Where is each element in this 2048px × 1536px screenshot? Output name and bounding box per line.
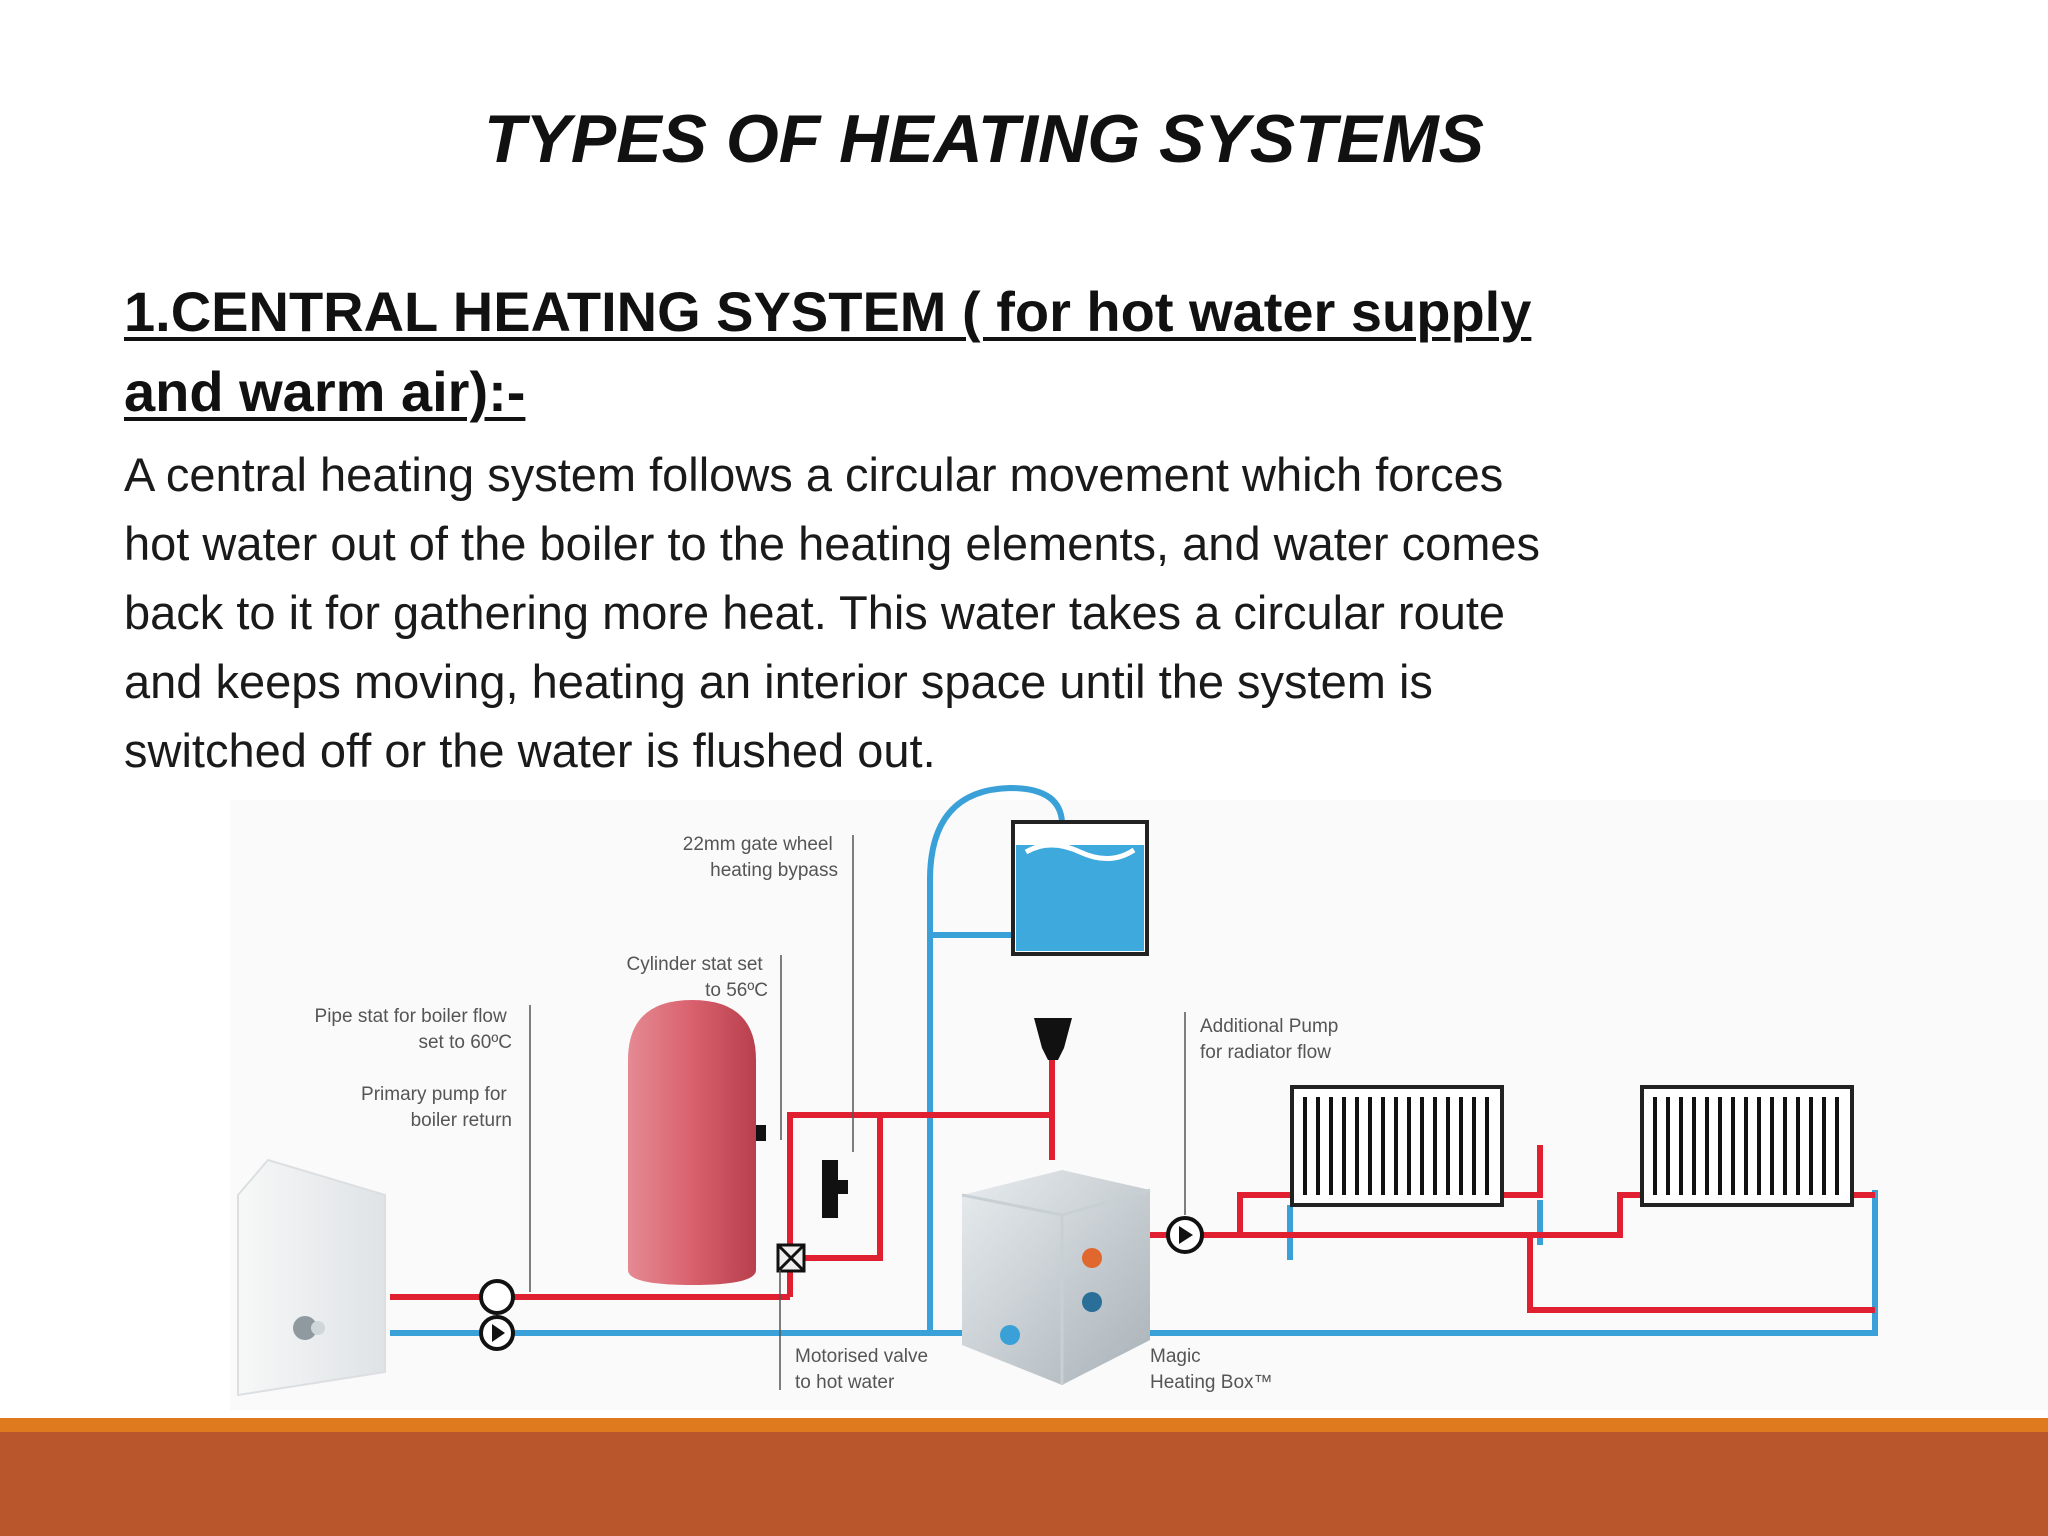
section-heading: 1.CENTRAL HEATING SYSTEM ( for hot water… bbox=[124, 272, 1684, 432]
heating-system-diagram: 22mm gate wheel heating bypass Cylinder … bbox=[230, 784, 2048, 1410]
motorised-valve bbox=[776, 1243, 806, 1273]
vent-funnel bbox=[1034, 1018, 1072, 1060]
magic-heating-box bbox=[961, 1170, 1151, 1385]
label-primary-pump: Primary pump for boiler return bbox=[361, 1084, 512, 1131]
additional-pump-icon bbox=[1166, 1216, 1204, 1254]
slide-title: TYPES OF HEATING SYSTEMS bbox=[484, 101, 1484, 177]
footer-accent-stripe bbox=[0, 1418, 2048, 1432]
leader-lines bbox=[529, 835, 1186, 1390]
body-line: switched off or the water is flushed out… bbox=[124, 724, 936, 777]
label-magic-box: Magic Heating Box™ bbox=[1150, 1346, 1273, 1393]
footer-bar bbox=[0, 1432, 2048, 1536]
radiator-1 bbox=[1290, 1085, 1504, 1207]
label-cylinder-stat: Cylinder stat set to 56ºC bbox=[626, 954, 768, 1001]
primary-pump-icon bbox=[479, 1315, 515, 1351]
hot-water-cylinder bbox=[628, 1000, 766, 1285]
radiator-2 bbox=[1640, 1085, 1854, 1207]
body-line: hot water out of the boiler to the heati… bbox=[124, 517, 1541, 570]
label-bypass: 22mm gate wheel heating bypass bbox=[683, 834, 838, 881]
flow-pipes bbox=[390, 1060, 1875, 1313]
gate-valve-wheel bbox=[838, 1180, 848, 1194]
section-heading-line2: and warm air):- bbox=[124, 360, 526, 423]
label-motorised-valve: Motorised valve to hot water bbox=[795, 1346, 933, 1393]
boiler bbox=[237, 1158, 386, 1397]
section-heading-line1: 1.CENTRAL HEATING SYSTEM ( for hot water… bbox=[124, 280, 1532, 343]
label-additional-pump: Additional Pump for radiator flow bbox=[1200, 1016, 1344, 1063]
body-paragraph: A central heating system follows a circu… bbox=[124, 440, 1804, 785]
pipe-stat bbox=[479, 1279, 515, 1315]
body-line: back to it for gathering more heat. This… bbox=[124, 586, 1506, 639]
body-line: and keeps moving, heating an interior sp… bbox=[124, 655, 1433, 708]
body-line: A central heating system follows a circu… bbox=[124, 448, 1504, 501]
label-pipe-stat: Pipe stat for boiler flow set to 60ºC bbox=[315, 1006, 512, 1053]
expansion-tank bbox=[1011, 820, 1149, 956]
gate-valve bbox=[822, 1160, 838, 1218]
